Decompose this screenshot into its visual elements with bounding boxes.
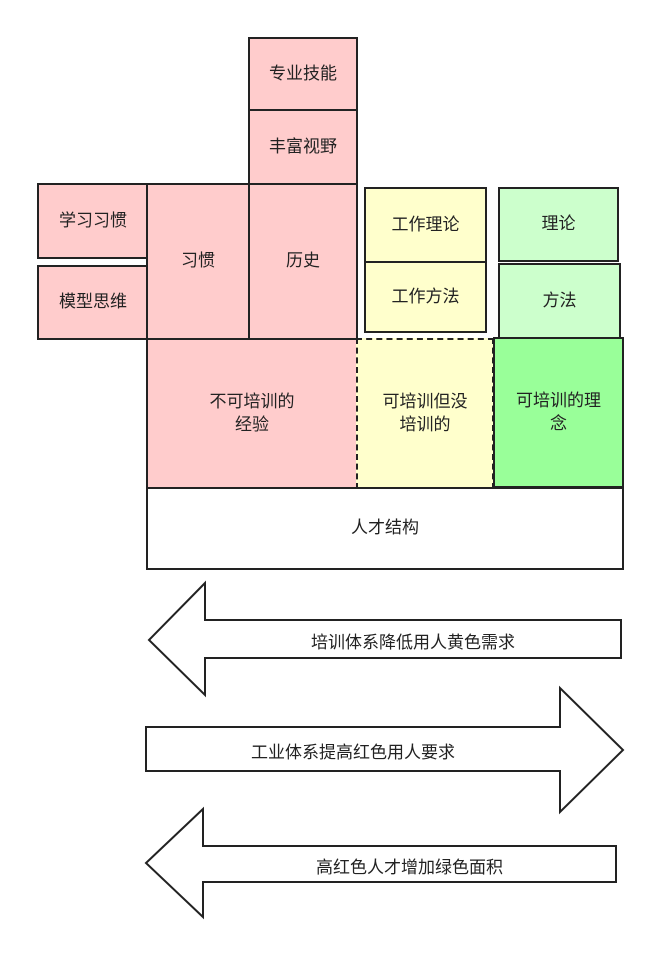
- block-method-label: 方法: [542, 290, 577, 311]
- block-trainable-untrained-label: 可培训但没 培训的: [382, 391, 468, 435]
- left-arrow-1: [147, 580, 622, 698]
- left-arrow-3: [144, 806, 617, 920]
- block-method: 方法: [498, 263, 621, 339]
- block-trainable-untrained: 可培训但没 培训的: [356, 338, 494, 489]
- arrow-1-label: 培训体系降低用人黄色需求: [311, 633, 515, 653]
- block-learning-habits-label: 学习习惯: [59, 210, 127, 231]
- block-habits-label: 习惯: [181, 251, 215, 272]
- block-history: 历史: [248, 183, 358, 340]
- block-professional-skills: 专业技能: [248, 37, 358, 111]
- block-history-label: 历史: [286, 251, 320, 272]
- block-model-thinking-label: 模型思维: [59, 292, 127, 313]
- right-arrow-2: [145, 685, 625, 815]
- block-untrainable-experience-label: 不可培训的 经验: [209, 391, 295, 435]
- block-broad-vision-label: 丰富视野: [269, 136, 337, 157]
- block-untrainable-experience: 不可培训的 经验: [146, 338, 358, 489]
- block-work-theory-label: 工作理论: [391, 214, 460, 235]
- arrow-3-label: 高红色人才增加绿色面积: [316, 858, 503, 878]
- block-work-method: 工作方法: [364, 261, 487, 333]
- talent-structure-label: 人才结构: [351, 518, 419, 539]
- block-work-theory: 工作理论: [364, 187, 487, 263]
- block-theory-label: 理论: [541, 214, 576, 235]
- block-habits: 习惯: [146, 183, 250, 340]
- block-trainable-concept-label: 可培训的理 念: [516, 390, 601, 434]
- block-learning-habits: 学习习惯: [37, 183, 149, 259]
- block-professional-skills-label: 专业技能: [269, 63, 337, 84]
- block-work-method-label: 工作方法: [391, 286, 460, 307]
- arrow-2-label: 工业体系提高红色用人要求: [251, 743, 455, 763]
- talent-structure-base: 人才结构: [146, 487, 624, 570]
- block-theory: 理论: [498, 187, 619, 262]
